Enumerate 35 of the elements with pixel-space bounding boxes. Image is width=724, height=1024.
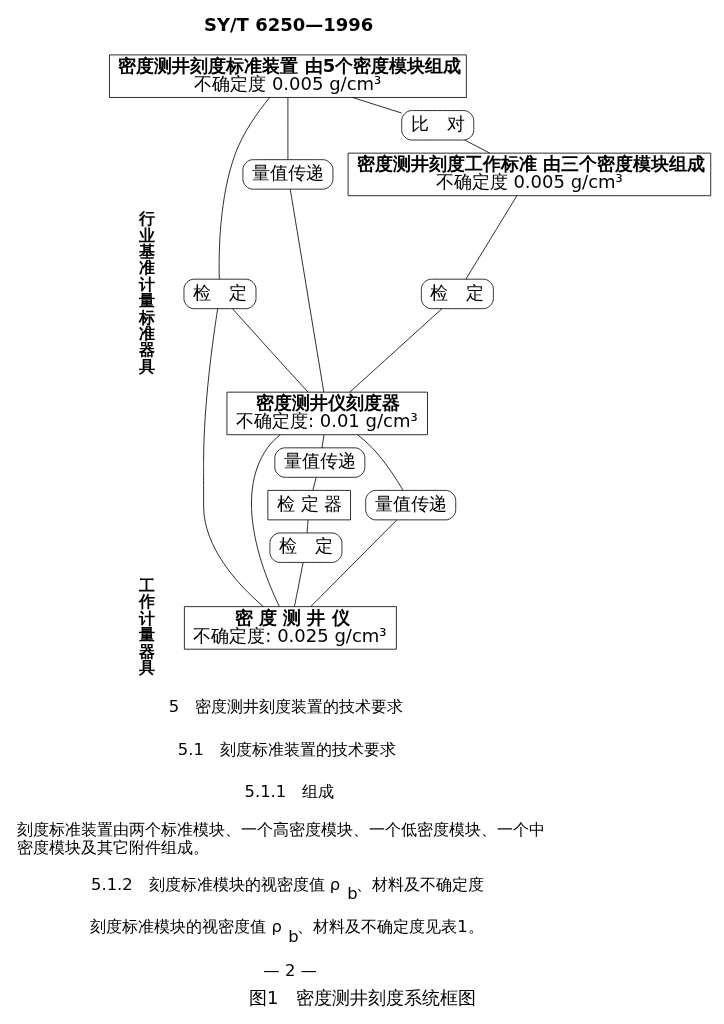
node-box: 检 定 bbox=[269, 532, 343, 563]
connector bbox=[203, 307, 264, 607]
connector bbox=[289, 188, 325, 392]
label: 5.1 刻度标准装置的技术要求 bbox=[177, 739, 396, 759]
connector bbox=[465, 194, 518, 279]
label: 行业基准计量标准器具 bbox=[138, 208, 155, 376]
node-box: 密 度 测 井 仪 不确定度: 0.025 g/cm³ bbox=[183, 605, 397, 650]
connector bbox=[294, 561, 304, 607]
node-box: 密度测井仪刻度器 不确定度: 0.01 g/cm³ bbox=[226, 391, 428, 435]
node-box: 量值传递 bbox=[242, 158, 334, 190]
connector bbox=[232, 307, 309, 392]
label: 工作计量器具 bbox=[138, 575, 155, 677]
caption: 图1 密度测井刻度系统框图 bbox=[249, 986, 477, 1008]
connector bbox=[464, 139, 491, 153]
node-box: 密度测井刻度标准装置 由5个密度模块组成 不确定度 0.005 g/cm³ bbox=[109, 54, 467, 98]
label: — 2 — bbox=[263, 960, 317, 980]
node-box: 检 定 bbox=[183, 278, 257, 309]
connector bbox=[312, 476, 317, 491]
connector bbox=[218, 96, 270, 279]
node-box: 量值传递 bbox=[274, 446, 366, 478]
connector bbox=[349, 307, 443, 393]
label: 刻度标准装置由两个标准模块、一个高密度模块、一个低密度模块、一个中密度模块及其它附件组成。 bbox=[16, 819, 545, 857]
connector bbox=[306, 519, 309, 533]
node-box: 量值传递 bbox=[365, 489, 457, 520]
node-box: 检 定 bbox=[420, 278, 494, 309]
node-box: 比 对 bbox=[401, 109, 475, 140]
connector bbox=[287, 96, 289, 160]
connector bbox=[321, 434, 325, 448]
label: SY/T 6250—1996 bbox=[204, 13, 374, 35]
label: 5 密度测井刻度装置的技术要求 bbox=[168, 696, 404, 716]
label: 5.1.1 组成 bbox=[244, 781, 335, 801]
connector bbox=[352, 96, 402, 113]
connector bbox=[310, 519, 398, 607]
node-box: 密度测井刻度工作标准 由三个密度模块组成 不确定度 0.005 g/cm³ bbox=[347, 152, 712, 196]
node-box: 检 定 器 bbox=[267, 489, 351, 520]
